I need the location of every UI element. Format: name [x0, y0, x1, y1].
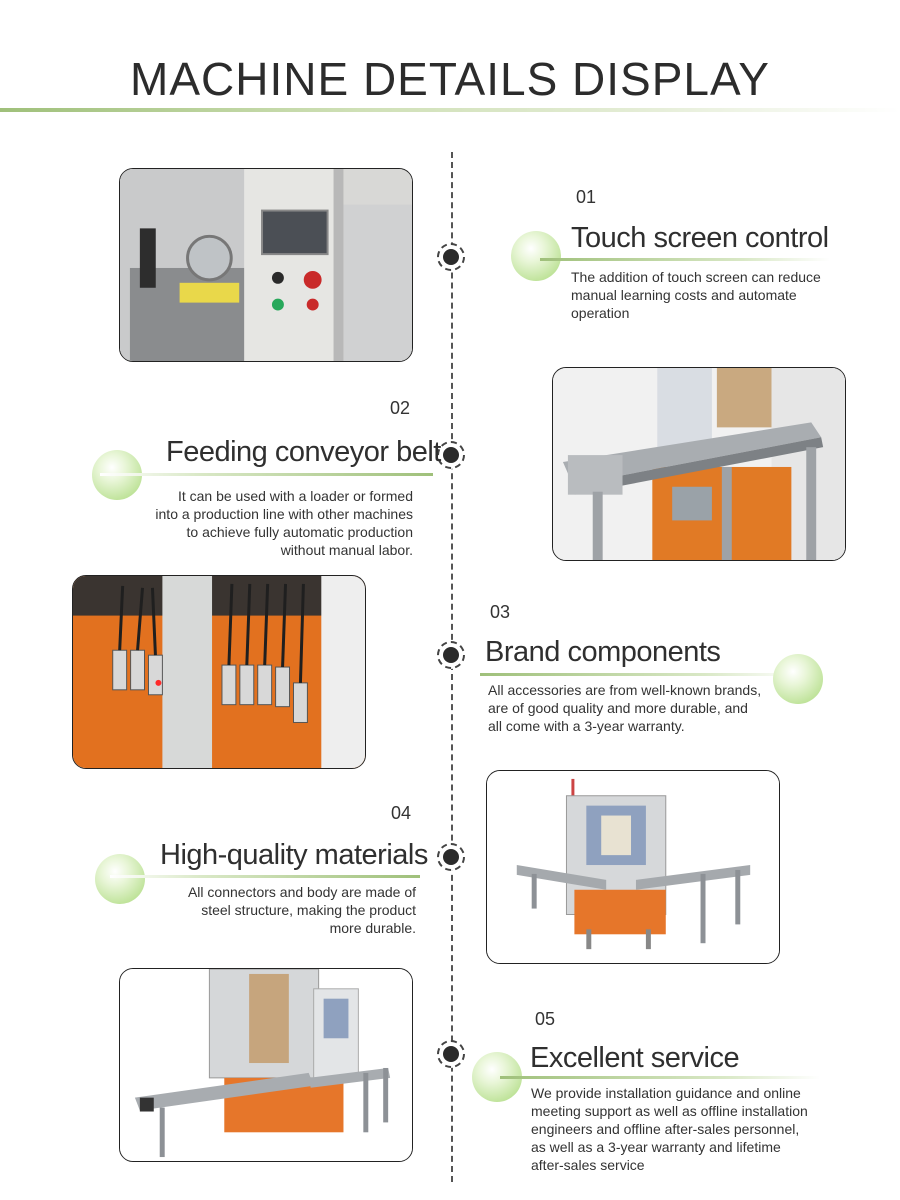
green-ball-icon	[511, 231, 561, 281]
description-line: to achieve fully automatic production	[186, 524, 413, 540]
section-heading: Touch screen control	[571, 222, 829, 254]
timeline-node-1	[437, 243, 465, 271]
conveyor-photo	[552, 367, 846, 561]
description-line: manual learning costs and automate	[571, 287, 797, 303]
timeline-node-5	[437, 1040, 465, 1068]
components-photo	[72, 575, 366, 769]
page-title: MACHINE DETAILS DISPLAY	[130, 53, 770, 105]
heading-underline	[480, 673, 800, 676]
description-line: without manual labor.	[280, 542, 413, 558]
heading-underline	[100, 473, 433, 476]
section-description: All connectors and body are made of stee…	[116, 883, 416, 937]
description-line: It can be used with a loader or formed	[177, 488, 413, 504]
description-line: after-sales service	[531, 1157, 645, 1173]
section-number: 01	[576, 187, 597, 207]
description-line: operation	[571, 305, 630, 321]
section-description: The addition of touch screen can reduce …	[571, 268, 821, 322]
description-line: engineers and offline after-sales person…	[531, 1121, 800, 1137]
description-line: more durable.	[329, 920, 416, 936]
description-line: We provide installation guidance and onl…	[531, 1085, 801, 1101]
description-line: meeting support as well as offline insta…	[531, 1103, 808, 1119]
section-heading: Excellent service	[530, 1042, 740, 1074]
green-ball-icon	[95, 854, 145, 904]
service-photo	[119, 968, 413, 1162]
section-description: All accessories are from well-known bran…	[488, 681, 761, 735]
section-number: 02	[390, 398, 411, 418]
heading-underline	[540, 258, 830, 261]
description-line: The addition of touch screen can reduce	[571, 269, 821, 285]
green-ball-icon	[773, 654, 823, 704]
section-number: 05	[535, 1009, 556, 1029]
section-description: We provide installation guidance and onl…	[531, 1084, 808, 1174]
section-number: 03	[490, 602, 511, 622]
heading-underline	[110, 875, 420, 878]
timeline-node-2	[437, 441, 465, 469]
description-line: All connectors and body are made of	[187, 884, 416, 900]
section-heading: High-quality materials	[160, 839, 428, 871]
description-line: all come with a 3-year warranty.	[488, 718, 685, 734]
description-line: steel structure, making the product	[201, 902, 416, 918]
timeline-node-4	[437, 843, 465, 871]
description-line: into a production line with other machin…	[155, 506, 413, 522]
section-description: It can be used with a loader or formed i…	[110, 487, 413, 559]
section-heading: Feeding conveyor belt	[166, 436, 441, 468]
description-line: All accessories are from well-known bran…	[488, 682, 762, 698]
section-heading: Brand components	[485, 636, 721, 668]
heading-underline	[500, 1076, 820, 1079]
description-line: as well as a 3-year warranty and lifetim…	[531, 1139, 781, 1155]
description-line: are of good quality and more durable, an…	[488, 700, 748, 716]
title-underline	[0, 108, 900, 112]
touch-screen-photo	[119, 168, 413, 362]
timeline-node-3	[437, 641, 465, 669]
materials-photo	[486, 770, 780, 964]
section-number: 04	[391, 803, 412, 823]
